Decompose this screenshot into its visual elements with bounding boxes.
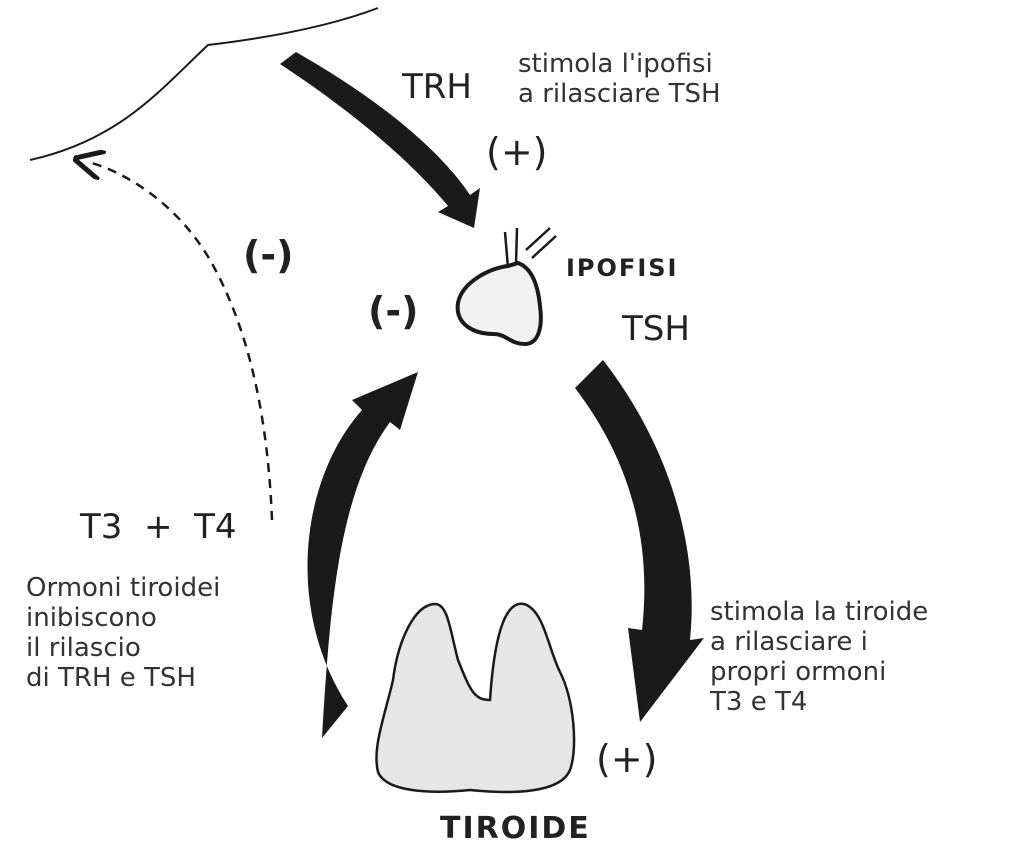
- tsh-effect-note: stimola la tiroide a rilasciare i propri…: [710, 598, 928, 718]
- trh-effect-note: stimola l'ipofisi a rilasciare TSH: [518, 50, 721, 110]
- pituitary-inhibition-sign: (-): [368, 292, 419, 330]
- trh-label: TRH: [402, 70, 472, 104]
- thyroid-stimulation-sign: (+): [596, 740, 658, 778]
- t3-t4-label: T3 + T4: [80, 510, 237, 544]
- thyroid-name: TIROIDE: [440, 814, 591, 844]
- thyroid-hormones-note: Ormoni tiroidei inibiscono il rilascio d…: [26, 574, 220, 694]
- hypothalamus-feedback-arrow: [88, 162, 272, 520]
- trh-stimulation-sign: (+): [486, 133, 548, 171]
- tsh-arrow: [575, 360, 704, 722]
- pituitary-name: IPOFISI: [566, 256, 678, 280]
- hypothalamus-inhibition-sign: (-): [243, 236, 294, 274]
- tsh-label: TSH: [622, 312, 690, 346]
- thyroid-gland-icon: [376, 604, 574, 792]
- pituitary-gland-icon: [458, 228, 556, 344]
